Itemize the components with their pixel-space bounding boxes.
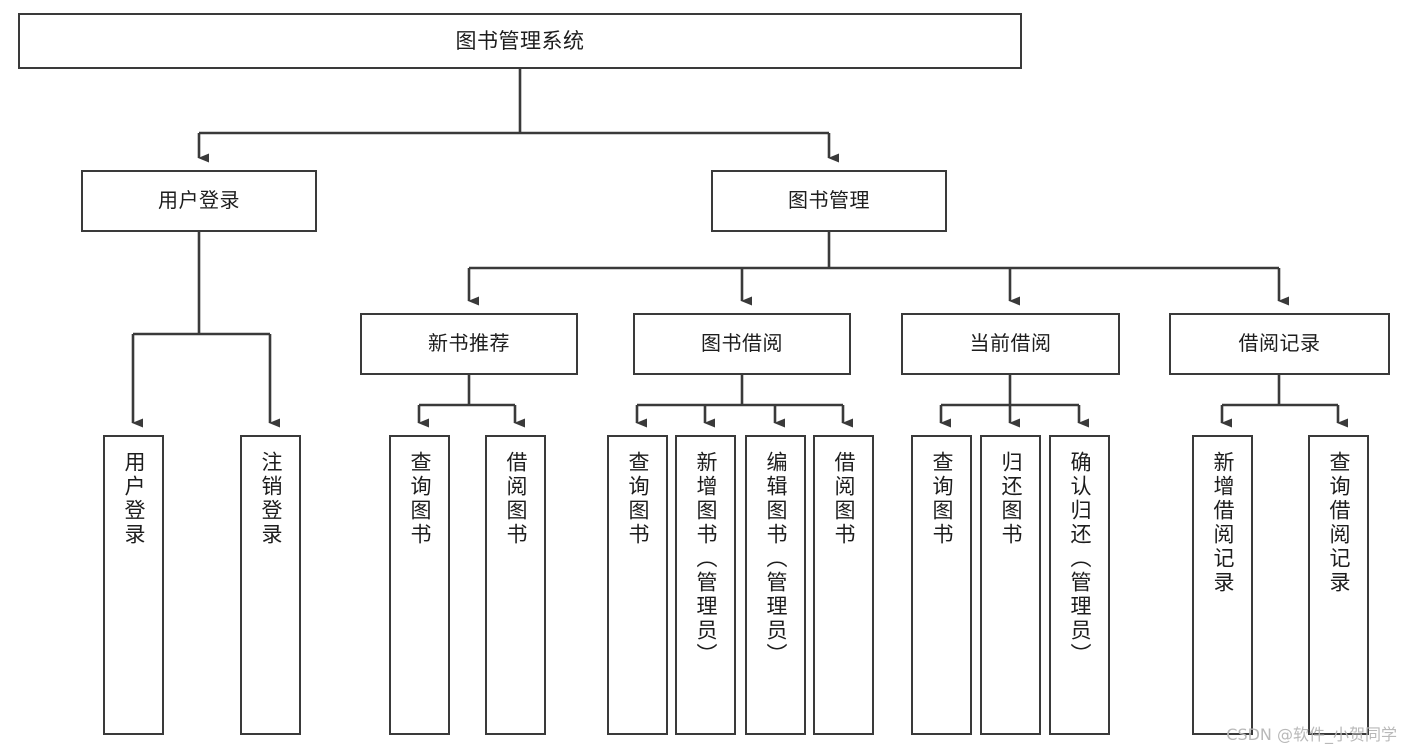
node-label: 查询图书 (930, 451, 954, 547)
leaf-node[interactable]: 查询图书 (911, 435, 972, 735)
csdn-watermark: CSDN @软件_小贺同学 (1226, 725, 1397, 744)
node-label: 用户登录 (158, 188, 240, 213)
node-label: 新增借阅记录 (1211, 451, 1235, 595)
node-label: 归还图书 (999, 451, 1023, 547)
node-label: 图书管理 (788, 188, 870, 213)
node-label: 当前借阅 (969, 331, 1052, 356)
node-user-login[interactable]: 用户登录 (81, 170, 317, 232)
node-label: 借阅记录 (1238, 331, 1321, 356)
leaf-node[interactable]: 新增图书（管理员） (675, 435, 736, 735)
leaf-node[interactable]: 归还图书 (980, 435, 1041, 735)
node-root-system[interactable]: 图书管理系统 (18, 13, 1022, 69)
node-label: 新增图书（管理员） (694, 451, 718, 667)
node-label: 注销登录 (259, 451, 283, 547)
node-label: 借阅图书 (832, 451, 856, 547)
leaf-node[interactable]: 新增借阅记录 (1192, 435, 1253, 735)
node-book-management[interactable]: 图书管理 (711, 170, 947, 232)
node-label: 新书推荐 (428, 331, 510, 356)
node-current-borrow[interactable]: 当前借阅 (901, 313, 1120, 375)
node-book-borrow[interactable]: 图书借阅 (633, 313, 851, 375)
node-label: 查询图书 (408, 451, 432, 547)
leaf-node[interactable]: 借阅图书 (485, 435, 546, 735)
node-label: 编辑图书（管理员） (764, 451, 788, 667)
node-label: 图书管理系统 (455, 28, 585, 53)
leaf-node[interactable]: 编辑图书（管理员） (745, 435, 806, 735)
leaf-node[interactable]: 查询借阅记录 (1308, 435, 1369, 735)
node-label: 借阅图书 (504, 451, 528, 547)
leaf-node[interactable]: 借阅图书 (813, 435, 874, 735)
node-new-book-recommend[interactable]: 新书推荐 (360, 313, 578, 375)
node-label: 图书借阅 (701, 331, 783, 356)
node-label: 用户登录 (122, 451, 146, 547)
node-label: 查询借阅记录 (1327, 451, 1351, 595)
node-label: 确认归还（管理员） (1068, 451, 1092, 667)
leaf-node[interactable]: 确认归还（管理员） (1049, 435, 1110, 735)
node-borrow-record[interactable]: 借阅记录 (1169, 313, 1390, 375)
leaf-node[interactable]: 注销登录 (240, 435, 301, 735)
node-label: 查询图书 (626, 451, 650, 547)
leaf-node[interactable]: 查询图书 (607, 435, 668, 735)
leaf-node[interactable]: 用户登录 (103, 435, 164, 735)
leaf-node[interactable]: 查询图书 (389, 435, 450, 735)
